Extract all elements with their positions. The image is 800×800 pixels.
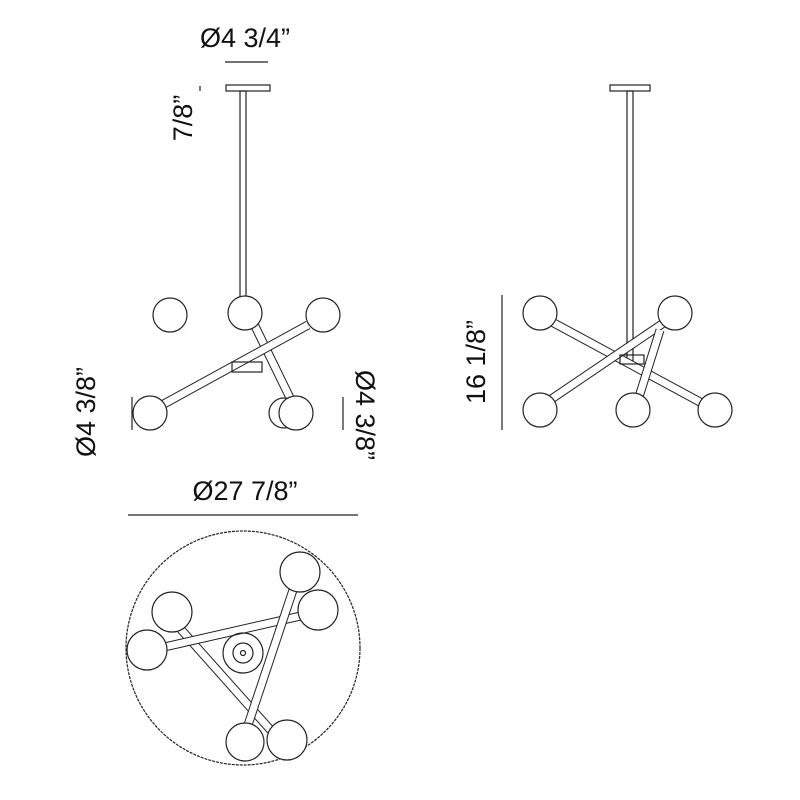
dim-globe-left: Ø4 3/8” <box>71 367 101 457</box>
globe <box>297 589 339 631</box>
globe <box>151 591 193 633</box>
overall-circle <box>125 530 361 766</box>
hub <box>619 354 645 365</box>
hub <box>231 361 263 373</box>
front-view <box>132 84 341 431</box>
canopy <box>225 84 271 92</box>
globe <box>305 297 341 333</box>
globe <box>522 392 558 428</box>
dim-overall-diameter: Ø27 7/8” <box>192 476 297 506</box>
globe <box>225 722 265 762</box>
top-view <box>125 530 361 766</box>
stem <box>239 90 247 322</box>
globe <box>126 629 168 671</box>
globe <box>266 719 308 761</box>
globe <box>132 395 168 431</box>
globe <box>152 297 188 333</box>
globe <box>697 392 733 428</box>
dim-canopy-height: 7/8” <box>168 95 198 142</box>
dim-fixture-height: 16 1/8” <box>461 320 491 404</box>
canopy <box>609 84 651 92</box>
globe <box>657 295 693 331</box>
globe <box>522 295 558 331</box>
dim-canopy-diameter: Ø4 3/4” <box>200 23 290 53</box>
dim-globe-right: Ø4 3/8” <box>350 370 380 460</box>
canopy-top <box>222 632 264 674</box>
globe <box>278 395 314 431</box>
globe <box>227 295 263 331</box>
side-view <box>522 84 733 428</box>
stem <box>626 90 634 362</box>
globe <box>279 551 321 593</box>
globe <box>615 392 651 428</box>
